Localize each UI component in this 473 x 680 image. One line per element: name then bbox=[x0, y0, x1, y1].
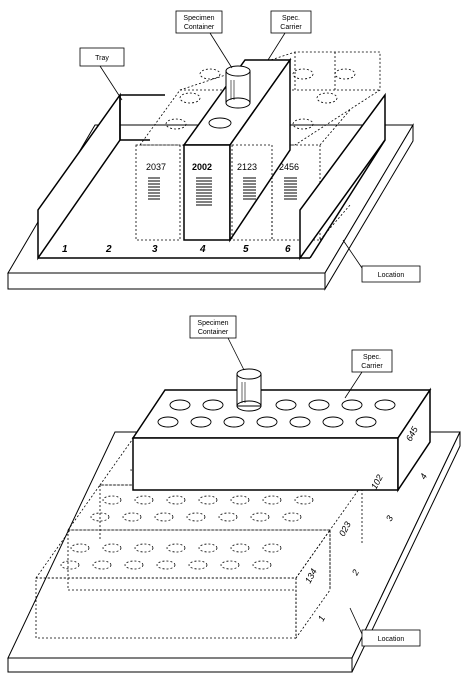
tray-floor bbox=[38, 94, 310, 259]
slot-number-6: 6 bbox=[285, 244, 291, 255]
barcode-2123 bbox=[243, 177, 256, 200]
callout-carrier-bottom-label-1: Spec. bbox=[363, 354, 381, 361]
callout-tray: Tray bbox=[79, 47, 125, 101]
top-figure: 2037 2002 2123 2456 1 2 3 4 5 6 Tray Spe… bbox=[7, 10, 421, 291]
carrier-id-2123: 2123 bbox=[237, 162, 257, 172]
bottom-figure: 645 102 023 134 4 3 2 1 Specimen Contain… bbox=[7, 315, 461, 673]
tray-right-wall bbox=[299, 92, 386, 261]
raised-carrier-wells bbox=[157, 399, 396, 428]
callout-carrier-label-1: Spec. bbox=[282, 15, 300, 22]
top-carrier-ids: 2037 2002 2123 2456 bbox=[146, 162, 299, 172]
position-number-4: 4 bbox=[418, 472, 429, 481]
barcode-2456 bbox=[284, 177, 297, 200]
callout-location-bottom-label: Location bbox=[378, 636, 405, 643]
callout-specimen-container-bottom: Specimen Container bbox=[189, 315, 245, 371]
callout-specimen-label-2: Container bbox=[184, 24, 215, 31]
barcodes-top bbox=[148, 177, 297, 206]
barcode-2002 bbox=[196, 177, 212, 206]
callout-carrier-label-2: Carrier bbox=[280, 24, 302, 31]
specimen-container-top bbox=[225, 65, 251, 109]
slot-number-1: 1 bbox=[62, 244, 68, 255]
slot-number-5: 5 bbox=[243, 244, 249, 255]
slot-number-2: 2 bbox=[105, 244, 112, 255]
callout-tray-label: Tray bbox=[95, 55, 109, 62]
carrier-id-2002: 2002 bbox=[192, 162, 212, 172]
callout-carrier-bottom-label-2: Carrier bbox=[361, 363, 383, 370]
callout-spec-carrier-bottom: Spec. Carrier bbox=[344, 349, 393, 399]
callout-location-top: Location bbox=[342, 239, 421, 283]
callout-specimen-bottom-label-2: Container bbox=[198, 329, 229, 336]
carrier-id-2037: 2037 bbox=[146, 162, 166, 172]
barcode-2037 bbox=[148, 177, 160, 200]
callout-specimen-bottom-label-1: Specimen bbox=[197, 320, 228, 327]
position-number-1: 1 bbox=[316, 614, 327, 623]
callout-spec-carrier-top: Spec. Carrier bbox=[267, 10, 312, 61]
bottom-position-numbers: 4 3 2 1 bbox=[316, 472, 429, 623]
main-carrier-wells bbox=[208, 117, 232, 129]
top-slot-numbers: 1 2 3 4 5 6 bbox=[62, 244, 291, 255]
slot-number-4: 4 bbox=[199, 244, 206, 255]
callout-location-bottom: Location bbox=[349, 607, 421, 647]
carrier-id-2456: 2456 bbox=[279, 162, 299, 172]
position-number-2: 2 bbox=[349, 568, 361, 578]
callout-specimen-container-top: Specimen Container bbox=[175, 10, 233, 69]
callout-specimen-label-1: Specimen bbox=[183, 15, 214, 22]
position-number-3: 3 bbox=[384, 514, 395, 523]
slot-number-3: 3 bbox=[152, 244, 158, 255]
specimen-container-bottom bbox=[236, 368, 262, 412]
callout-location-label: Location bbox=[378, 272, 405, 279]
raised-carrier-645 bbox=[131, 387, 432, 493]
